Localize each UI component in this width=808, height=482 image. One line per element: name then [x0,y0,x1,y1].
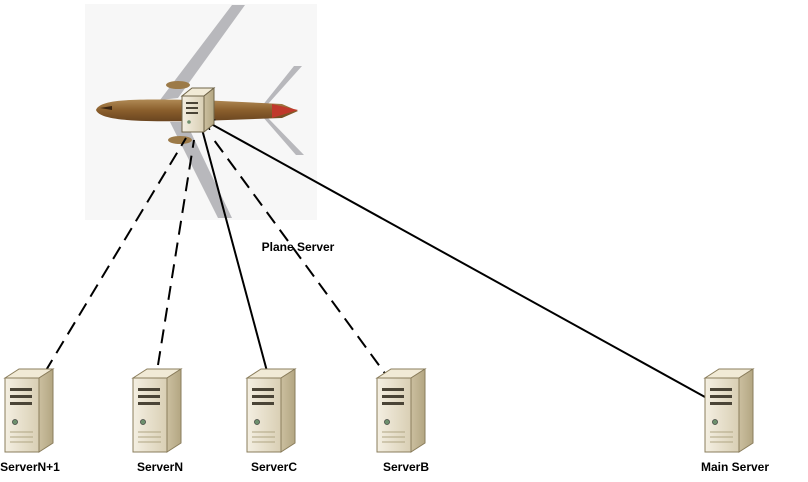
server-icon-n [131,368,183,453]
servers-layer [3,368,755,453]
server-icon-c [245,368,297,453]
server-label-main: Main Server [700,460,770,474]
server-icon-main [703,368,755,453]
link-main [204,120,715,403]
link-c [199,118,269,376]
link-n1 [44,137,187,373]
plane-server-icon [180,86,216,134]
server-icon-b [375,368,427,453]
server-label-b: ServerB [382,460,430,474]
server-icon-n1 [3,368,55,453]
plane-server-label: Plane Server [261,240,335,254]
server-label-c: ServerC [250,460,298,474]
link-b [213,139,393,384]
links-layer [44,118,715,403]
airplane-icon [96,5,304,218]
server-label-n1: ServerN+1 [0,460,60,474]
link-n [157,139,195,366]
server-label-n: ServerN [136,460,184,474]
